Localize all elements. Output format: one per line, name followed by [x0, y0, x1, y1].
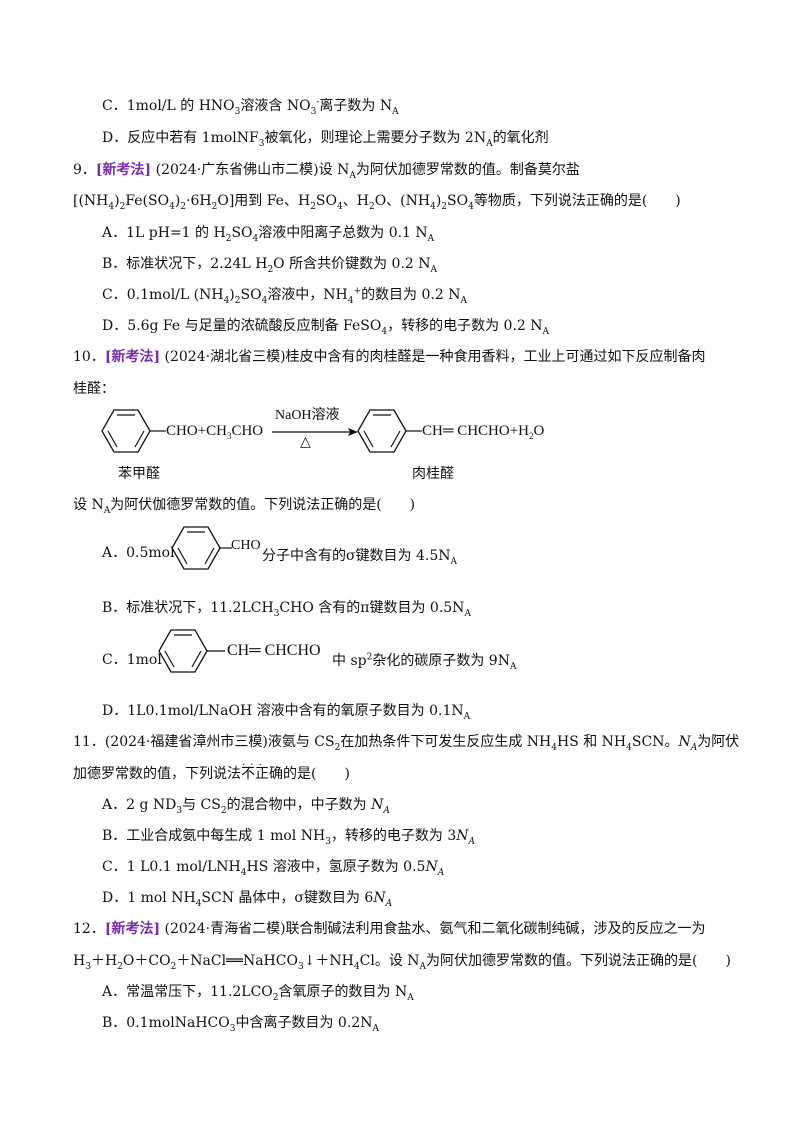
q9-stem-line2: [(NH4)2Fe(SO4)2·6H2O]用到 Fe、H2SO4、H2O、(NH… [73, 193, 681, 212]
bond-line [207, 650, 225, 652]
q9-option-d: D．5.6g Fe 与足量的浓硫酸反应制备 FeSO4，转移的电子数为 0.2 … [102, 318, 550, 337]
q12-stem-line1: 12．[新考法] (2024·青海省二模)联合制碱法利用食盐水、氨气和二氧化碳制… [73, 921, 706, 937]
q9-option-a: A．1L pH=1 的 H2SO4溶液中阳离子总数为 0.1 NA [102, 225, 435, 244]
benzene-ring-reactant [101, 409, 151, 453]
q9-option-c: C．0.1mol/L (NH4)2SO4溶液中，NH4+的数目为 0.2 NA [102, 286, 467, 306]
new-method-tag: [新考法] [104, 349, 161, 365]
q12-stem-line2: H3＋H2O＋CO2＋NaCl══NaHCO3↓＋NH4Cl。设 NA为阿伏加德… [73, 953, 731, 972]
bond-line [406, 430, 422, 432]
q9-stem-line1: 9．[新考法] (2024·广东省佛山市二模)设 NA为阿伏加德罗常数的值。制备… [73, 162, 580, 181]
reaction-condition-top: NaOH溶液 [275, 408, 340, 423]
product-formula: CH═ CHCHO+H2O [422, 423, 545, 441]
new-method-tag: [新考法] [104, 921, 161, 937]
q10-option-a-prefix: A．0.5mol [102, 545, 175, 561]
bond-line [220, 547, 232, 549]
q10-stem-line2: 桂醛： [73, 381, 115, 397]
q10-option-d: D．1L0.1mol/LNaOH 溶液中含有的氧原子数目为 0.1NA [102, 703, 471, 722]
aldehyde-group: CHO [231, 538, 261, 553]
benzene-ring-option-a [171, 526, 221, 570]
q11-option-d: D．1 mol NH4SCN 晶体中，σ键数目为 6NA [102, 890, 393, 909]
q12-option-a: A．常温常压下，11.2LCO2含氧原子的数目为 NA [102, 984, 414, 1003]
q8-option-d: D．反应中若有 1molNF3被氧化，则理论上需要分子数为 2NA的氧化剂 [102, 130, 549, 149]
q10-stem-line1: 10．[新考法] (2024·湖北省三模)桂皮中含有的肉桂醛是一种食用香料，工业… [73, 349, 706, 365]
q10-option-b: B．标准状况下，11.2LCH3CHO 含有的π键数目为 0.5NA [102, 600, 471, 619]
q11-option-a: A．2 g ND3与 CS2的混合物中，中子数为 NA [102, 797, 390, 816]
q11-option-c: C．1 L0.1 mol/LNH4HS 溶液中，氢原子数为 0.5NA [102, 859, 445, 878]
emphasis-dots: 不正确 [241, 766, 283, 782]
q11-stem-line1: 11．(2024·福建省漳州市三模)液氨与 CS2在加热条件下可发生反应生成 N… [73, 734, 740, 753]
benzene-ring-product [357, 409, 407, 453]
reaction-condition-bottom: △ [300, 435, 311, 450]
reactant-formula: CHO+CH3CHO [166, 423, 264, 441]
q11-stem-line2: 加德罗常数的值，下列说法不正确的是( ) [73, 765, 350, 783]
q11-option-b: B．工业合成氨中每生成 1 mol NH3，转移的电子数为 3NA [102, 828, 476, 847]
q10-option-a-text: 分子中含有的σ键数目为 4.5NA [262, 548, 458, 567]
new-method-tag: [新考法] [95, 162, 152, 178]
q9-option-b: B．标准状况下，2.24L H2O 所含共价键数为 0.2 NA [102, 256, 438, 275]
cinnamaldehyde-chain: CH═ CHCHO [227, 642, 321, 659]
bond-line [150, 430, 166, 432]
label-benzaldehyde: 苯甲醛 [118, 466, 160, 482]
q10-stem-line3: 设 NA为阿伏伽德罗常数的值。下列说法正确的是( ) [73, 497, 416, 516]
reaction-arrow-icon [272, 428, 358, 436]
q12-option-b: B．0.1molNaHCO3中含离子数目为 0.2NA [102, 1015, 379, 1034]
q8-option-c: C．1mol/L 的 HNO3溶液含 NO3-离子数为 NA [102, 97, 399, 117]
benzene-ring-option-c [158, 629, 208, 673]
q10-option-c-prefix: C．1mol [102, 652, 162, 668]
label-cinnamaldehyde: 肉桂醛 [412, 466, 454, 482]
q10-option-c-text: 中 sp2杂化的碳原子数为 9NA [332, 652, 517, 672]
